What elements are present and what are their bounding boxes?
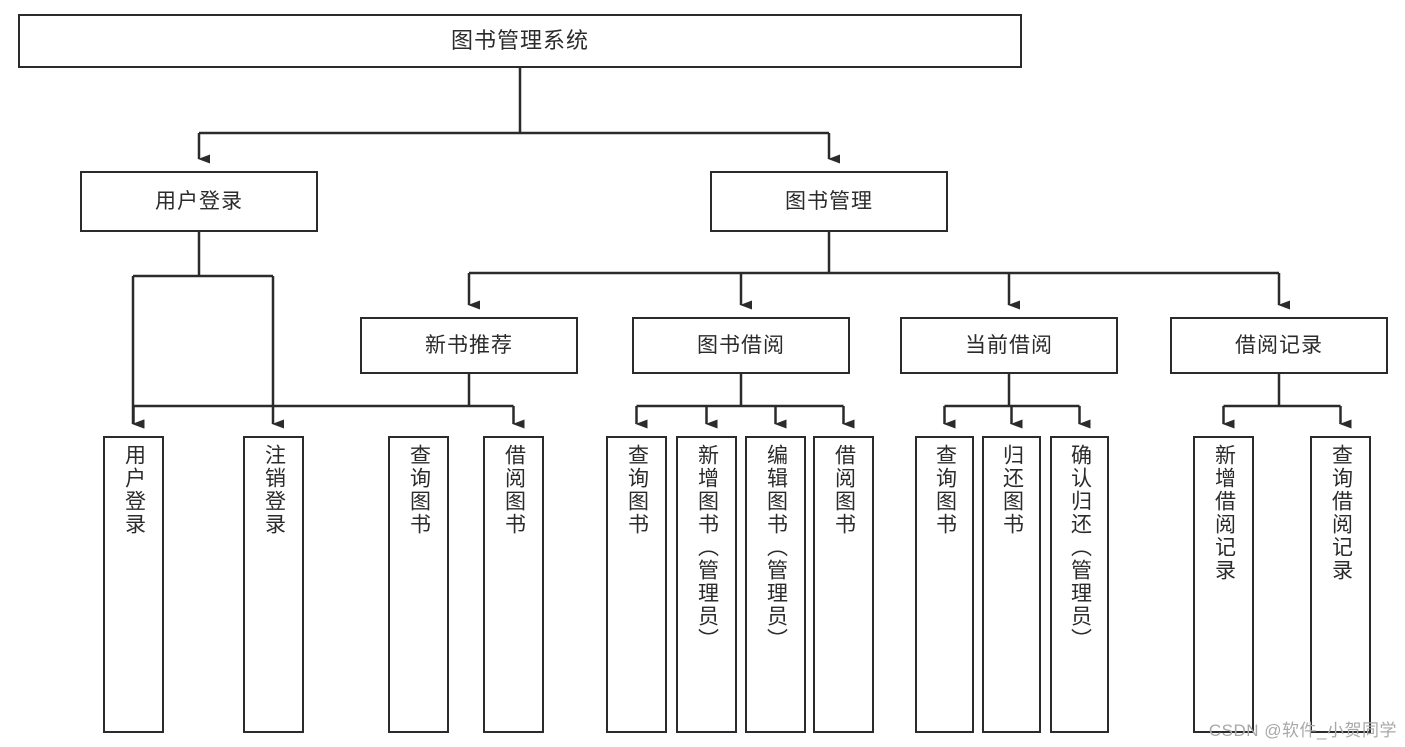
- node-label: 注销登录: [262, 444, 286, 536]
- leaf-logout[interactable]: 注销登录: [243, 436, 304, 733]
- node-root[interactable]: 图书管理系统: [18, 14, 1022, 68]
- leaf-add-record[interactable]: 新增借阅记录: [1193, 436, 1254, 733]
- node-label: 查询图书: [933, 444, 957, 536]
- leaf-edit-book[interactable]: 编辑图书（管理员）: [745, 436, 806, 733]
- leaf-add-book[interactable]: 新增图书（管理员）: [676, 436, 737, 733]
- node-label: 编辑图书（管理员）: [764, 444, 788, 651]
- leaf-user-login[interactable]: 用户登录: [103, 436, 164, 733]
- node-borrow-record[interactable]: 借阅记录: [1170, 317, 1388, 374]
- node-current-borrow[interactable]: 当前借阅: [900, 317, 1118, 374]
- leaf-return-book[interactable]: 归还图书: [982, 436, 1041, 733]
- node-user-login[interactable]: 用户登录: [80, 171, 318, 232]
- node-label: 查询图书: [625, 444, 649, 536]
- leaf-query-book-1[interactable]: 查询图书: [388, 436, 449, 733]
- node-label: 确认归还（管理员）: [1068, 444, 1092, 651]
- leaf-query-record[interactable]: 查询借阅记录: [1310, 436, 1371, 733]
- node-label: 查询借阅记录: [1329, 444, 1353, 582]
- leaf-query-book-3[interactable]: 查询图书: [915, 436, 974, 733]
- node-label: 新增图书（管理员）: [695, 444, 719, 651]
- node-label: 借阅记录: [1235, 333, 1323, 357]
- node-label: 用户登录: [155, 189, 243, 213]
- node-label: 图书管理: [785, 189, 873, 213]
- node-label: 图书借阅: [697, 333, 785, 357]
- leaf-borrow-book-2[interactable]: 借阅图书: [813, 436, 874, 733]
- leaf-query-book-2[interactable]: 查询图书: [606, 436, 667, 733]
- node-book-borrow[interactable]: 图书借阅: [632, 317, 850, 374]
- node-new-book-recommend[interactable]: 新书推荐: [360, 317, 578, 374]
- node-label: 新增借阅记录: [1212, 444, 1236, 582]
- leaf-confirm-return[interactable]: 确认归还（管理员）: [1050, 436, 1109, 733]
- node-label: 查询图书: [407, 444, 431, 536]
- node-label: 图书管理系统: [450, 27, 589, 53]
- node-label: 当前借阅: [965, 333, 1053, 357]
- leaf-borrow-book-1[interactable]: 借阅图书: [483, 436, 544, 733]
- node-label: 归还图书: [1000, 444, 1024, 536]
- node-book-management[interactable]: 图书管理: [710, 171, 948, 232]
- node-label: 新书推荐: [425, 333, 513, 357]
- node-label: 借阅图书: [502, 444, 526, 536]
- node-label: 用户登录: [122, 444, 146, 536]
- node-label: 借阅图书: [832, 444, 856, 536]
